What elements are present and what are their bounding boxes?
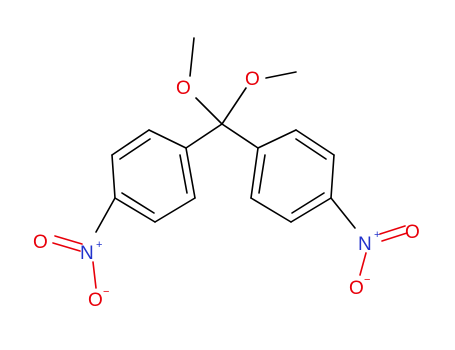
bond-left-n-o-b [92,261,97,289]
atom-n-right: N [358,234,372,255]
left-ring-bond-2 [111,129,150,156]
right-ring-bond-2 [295,129,335,156]
bond-right-n-o-a-double [381,232,408,242]
right-ring-bond-1 [257,129,297,149]
left-ring-bond-4 [114,197,156,223]
charge-o-left: − [103,286,109,298]
charge-o-right: − [364,274,370,286]
right-ring-double-3 [258,154,266,194]
bond-right-n-o-b [359,252,367,276]
bond-right-n-o-a [379,225,406,235]
left-ring-bond-1 [148,129,187,149]
left-ring-double-2 [121,192,155,214]
carbon-bonds [111,123,335,223]
nitro-bonds [52,197,408,289]
atom-o-nitro-left-a: O [33,232,48,253]
bond-right-ring-n [330,197,356,229]
bond-left-ring-n [95,197,116,233]
left-ring-bond-5 [154,197,196,223]
right-ring-bond-6 [250,147,259,199]
left-ring-bond-6 [185,147,196,199]
atom-labels: O O N + O O − N + O O − [33,69,420,311]
bond-central-o-right [221,87,247,125]
right-ring-bond-4 [290,197,332,223]
charge-n-left: + [96,239,102,251]
bond-o-right-methyl [265,71,297,79]
right-ring-double-2 [291,192,325,214]
bond-o-left-methyl [189,37,195,77]
atom-o-nitro-right-b: O [349,278,364,299]
left-ring-bond-3 [111,154,116,199]
atom-o-nitro-left-b: O [88,290,103,311]
bond-left-n-o-a [54,235,83,245]
bond-left-n-o-a-double [52,242,81,252]
right-ring-bond-5 [250,197,292,223]
bond-central-right-ring [221,123,259,149]
atom-n-left: N [80,243,94,264]
right-ring-bond-3 [330,154,335,199]
methoxy-bonds [189,37,297,125]
left-ring-double-1 [119,138,151,160]
atom-o-methoxy-left: O [176,78,191,99]
atom-o-methoxy-right: O [245,69,260,90]
right-ring-double-1 [295,138,327,160]
bond-central-o-left [195,97,223,125]
charge-n-right: + [374,229,380,241]
atom-o-nitro-right-a: O [405,222,420,243]
left-ring-double-3 [179,154,188,194]
bond-central-left-ring [185,123,223,149]
